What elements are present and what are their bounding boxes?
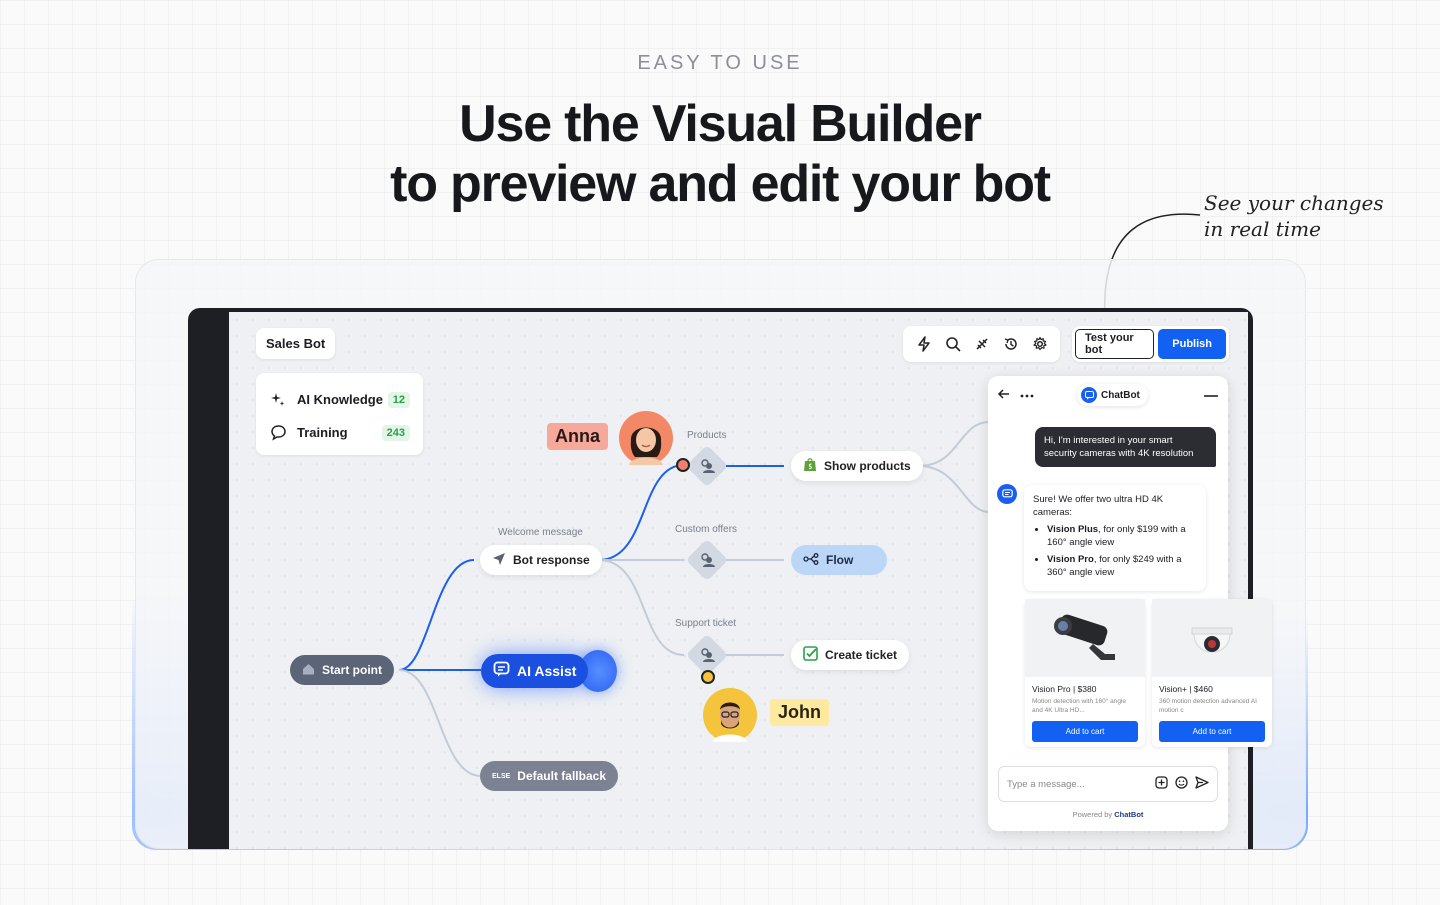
support-ticket-label: Support ticket [675, 618, 737, 629]
anna-cursor-dot [676, 458, 690, 472]
ai-assist-label: AI Assist [517, 663, 577, 679]
product-card[interactable]: Vision+ | $460 360 motion detection adva… [1152, 599, 1272, 747]
chat-header: ChatBot [988, 376, 1228, 414]
flow-node-label: Flow [826, 553, 854, 567]
builder-toolbar [903, 326, 1060, 362]
product-name: Vision Pro | $380 [1032, 684, 1097, 694]
users-icon [692, 451, 722, 481]
handwritten-note: See your changes in real time [1204, 190, 1404, 242]
bot-offer-list: Vision Plus, for only $199 with a 160° a… [1033, 523, 1197, 579]
chat-title: ChatBot [1101, 389, 1140, 401]
else-tag: ELSE [492, 772, 511, 780]
attach-plus-icon[interactable] [1155, 776, 1168, 792]
product-card[interactable]: Vision Pro | $380 Motion detection with … [1025, 599, 1145, 747]
bot-response-node[interactable]: Bot response [480, 545, 602, 575]
add-to-cart-button[interactable]: Add to cart [1032, 721, 1138, 742]
action-buttons: Test your bot Publish [1072, 326, 1229, 362]
back-arrow-icon[interactable] [997, 388, 1010, 402]
welcome-message-label: Welcome message [498, 527, 583, 538]
knowledge-panel: AI Knowledge 12 Training 243 [256, 373, 423, 455]
knowledge-item-label: AI Knowledge [297, 392, 383, 407]
dome-camera-image [1152, 599, 1272, 677]
emoji-icon[interactable] [1175, 776, 1188, 792]
custom-offers-label: Custom offers [675, 524, 738, 535]
show-products-node[interactable]: Show products [791, 451, 923, 481]
chat-bubble-icon [269, 424, 287, 442]
chat-title-pill: ChatBot [1077, 384, 1148, 406]
flow-node[interactable]: Flow [791, 545, 887, 575]
users-icon [692, 545, 722, 575]
builder-canvas[interactable]: Sales Bot AI Knowledge 12 Training 243 T… [229, 312, 1272, 849]
product-name: Vision+ | $460 [1159, 684, 1213, 694]
headline-line-2: to preview and edit your bot [390, 155, 1051, 213]
product-description: 360 motion detection advanced AI motion … [1159, 698, 1257, 714]
users-icon [692, 640, 722, 670]
bot-intro-text: Sure! We offer two ultra HD 4K cameras: [1033, 494, 1164, 518]
default-fallback-label: Default fallback [517, 769, 606, 783]
page-headline: Use the Visual Builder to preview and ed… [0, 94, 1440, 214]
send-message-icon[interactable] [1195, 776, 1209, 792]
message-input[interactable]: Type a message... [998, 766, 1218, 802]
bullet-camera-image [1025, 599, 1145, 677]
user-tag-anna: Anna [547, 423, 608, 450]
debug-icon[interactable] [971, 333, 993, 355]
bot-message-bubble: Sure! We offer two ultra HD 4K cameras: … [1024, 485, 1206, 591]
knowledge-item-training[interactable]: Training 243 [269, 416, 410, 449]
start-point-node[interactable]: Start point [290, 655, 394, 685]
add-to-cart-button[interactable]: Add to cart [1159, 721, 1265, 742]
gear-icon[interactable] [1029, 333, 1051, 355]
home-icon [302, 663, 315, 678]
test-bot-button[interactable]: Test your bot [1075, 329, 1155, 359]
bot-response-label: Bot response [513, 553, 590, 567]
knowledge-item-ai[interactable]: AI Knowledge 12 [269, 383, 410, 416]
publish-button[interactable]: Publish [1158, 329, 1226, 359]
powered-by-footer: Powered by ChatBot [1072, 810, 1144, 819]
user-message-bubble: Hi, I'm interested in your smart securit… [1035, 427, 1216, 467]
powered-brand: ChatBot [1114, 810, 1144, 819]
user-tag-john: John [770, 699, 829, 726]
chatbot-preview-window: ChatBot Hi, I'm interested in your smart… [988, 376, 1272, 831]
knowledge-item-label: Training [297, 425, 348, 440]
bot-offer-item: Vision Plus, for only $199 with a 160° a… [1047, 523, 1197, 549]
bot-name-label[interactable]: Sales Bot [256, 328, 336, 359]
flow-branch-icon [803, 552, 819, 568]
show-products-label: Show products [824, 459, 911, 473]
shopify-bag-icon [803, 457, 817, 475]
ai-assist-node[interactable]: AI Assist [481, 654, 589, 688]
default-fallback-node[interactable]: ELSE Default fallback [480, 761, 618, 791]
create-ticket-node[interactable]: Create ticket [791, 640, 910, 670]
headline-line-1: Use the Visual Builder [459, 95, 982, 153]
knowledge-count-badge: 243 [381, 424, 410, 441]
checkbox-check-icon [803, 646, 818, 664]
handnote-line-1: See your changes [1204, 191, 1384, 215]
chatbot-icon [493, 661, 510, 681]
bot-offer-item: Vision Pro, for only $249 with a 360° an… [1047, 553, 1197, 579]
start-point-label: Start point [322, 663, 382, 677]
search-icon[interactable] [942, 333, 964, 355]
create-ticket-label: Create ticket [825, 648, 898, 662]
avatar-john [703, 688, 757, 742]
send-icon [492, 552, 506, 569]
john-cursor-dot [701, 670, 715, 684]
products-label: Products [687, 430, 727, 441]
message-input-placeholder: Type a message... [1007, 778, 1085, 790]
handnote-line-2: in real time [1204, 217, 1321, 241]
minimize-icon[interactable] [1204, 389, 1218, 401]
lightning-icon[interactable] [913, 333, 935, 355]
knowledge-count-badge: 12 [387, 391, 410, 408]
eyebrow-text: EASY TO USE [637, 52, 803, 74]
product-description: Motion detection with 160° angle and 4K … [1032, 698, 1127, 714]
history-icon[interactable] [1000, 333, 1022, 355]
flow-connectors [398, 421, 990, 777]
avatar-anna [619, 411, 673, 465]
more-options-icon[interactable] [1020, 389, 1034, 401]
bot-avatar-icon [997, 484, 1017, 504]
chatbot-logo-icon [1081, 387, 1097, 403]
